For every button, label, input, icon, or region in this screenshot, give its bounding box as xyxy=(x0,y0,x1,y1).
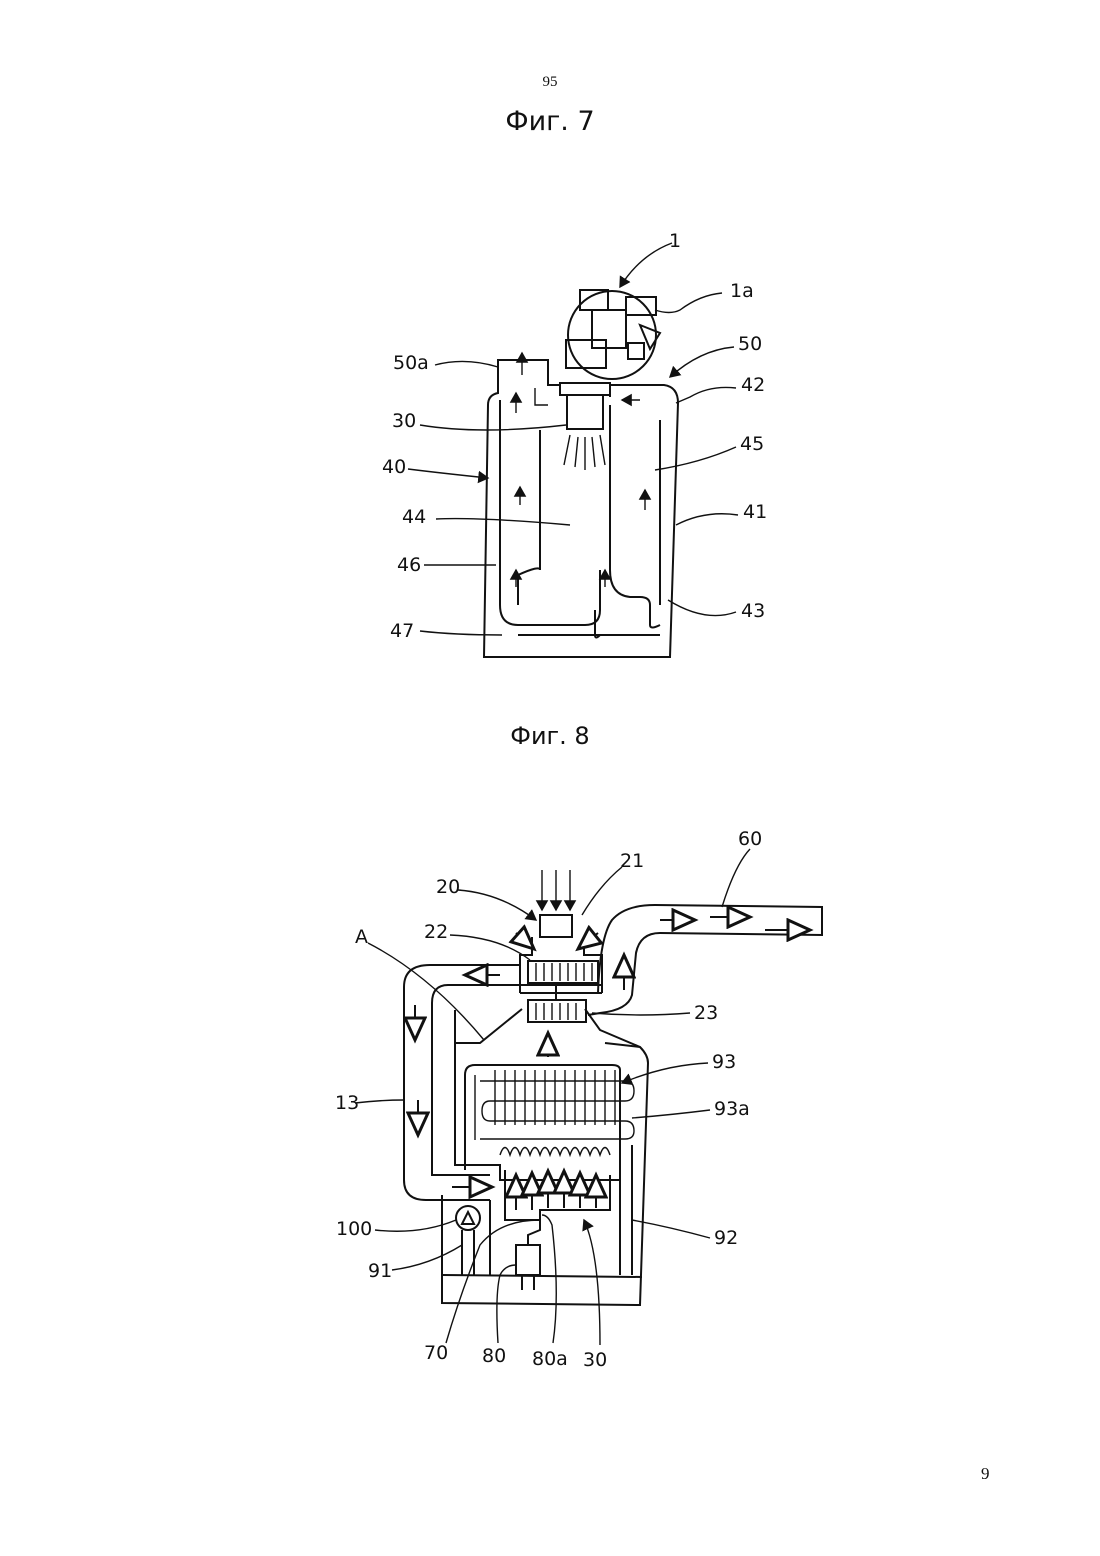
fig7-label-1a: 1a xyxy=(730,280,754,302)
fig8-label-80a: 80a xyxy=(532,1348,568,1370)
fig7-label-47: 47 xyxy=(390,620,414,642)
figure-7-title: Фиг. 7 xyxy=(0,106,1100,137)
figure-8-title: Фиг. 8 xyxy=(0,722,1100,750)
fig8-label-60: 60 xyxy=(738,828,762,850)
fig8-label-92: 92 xyxy=(714,1227,738,1249)
duct-flow-arrows xyxy=(415,917,810,1187)
burner-box-30 xyxy=(505,1170,610,1220)
fig7-label-50a: 50a xyxy=(393,352,429,374)
fig8-label-100: 100 xyxy=(336,1218,372,1240)
page-number-bottom: 9 xyxy=(981,1464,990,1484)
fig7-label-40: 40 xyxy=(382,456,406,478)
fig8-label-21: 21 xyxy=(620,850,644,872)
casing-outer xyxy=(442,1010,648,1305)
figure-7-diagram: 1 1a 50 42 50a 30 40 45 44 41 46 43 47 xyxy=(0,225,1100,675)
casing-base xyxy=(443,1275,642,1277)
fig8-label-93a: 93a xyxy=(714,1098,750,1120)
fig7-label-43: 43 xyxy=(741,600,765,622)
leader-lines xyxy=(408,243,738,635)
fig8-label-80: 80 xyxy=(482,1345,506,1367)
fan-assembly xyxy=(520,915,602,1022)
fig8-label-13: 13 xyxy=(335,1092,359,1114)
flame-arrows xyxy=(516,1171,596,1210)
gas-valve-80 xyxy=(516,1220,540,1290)
fig7-label-1: 1 xyxy=(669,230,681,252)
pipe-92 xyxy=(620,1145,632,1275)
fig7-label-45: 45 xyxy=(740,433,764,455)
boiler-outer-shell xyxy=(484,368,678,657)
fig7-label-44: 44 xyxy=(402,506,426,528)
fig8-label-93: 93 xyxy=(712,1051,736,1073)
fig8-label-23: 23 xyxy=(694,1002,718,1024)
flow-arrows xyxy=(516,353,645,587)
fig8-label-70: 70 xyxy=(424,1342,448,1364)
fig7-label-41: 41 xyxy=(743,501,767,523)
tube-left-loop xyxy=(500,568,600,625)
heat-exchanger-coil xyxy=(475,1070,634,1140)
fig8-label-20: 20 xyxy=(436,876,460,898)
fig7-label-30: 30 xyxy=(392,410,416,432)
page-number-top: 95 xyxy=(0,74,1100,91)
fig7-label-42: 42 xyxy=(741,374,765,396)
fig8-label-22: 22 xyxy=(424,921,448,943)
fig7-label-50: 50 xyxy=(738,333,762,355)
fig8-label-91: 91 xyxy=(368,1260,392,1282)
fig8-label-30: 30 xyxy=(583,1349,607,1371)
fig8-label-A: A xyxy=(355,926,368,948)
boiler-top-left xyxy=(498,360,560,385)
figure-8-diagram: 60 21 20 22 A 23 93 93a 13 100 92 91 70 … xyxy=(0,825,1100,1385)
burner-row xyxy=(500,1148,610,1156)
leader-lines-fig8 xyxy=(355,849,750,1345)
fig7-label-46: 46 xyxy=(397,554,421,576)
